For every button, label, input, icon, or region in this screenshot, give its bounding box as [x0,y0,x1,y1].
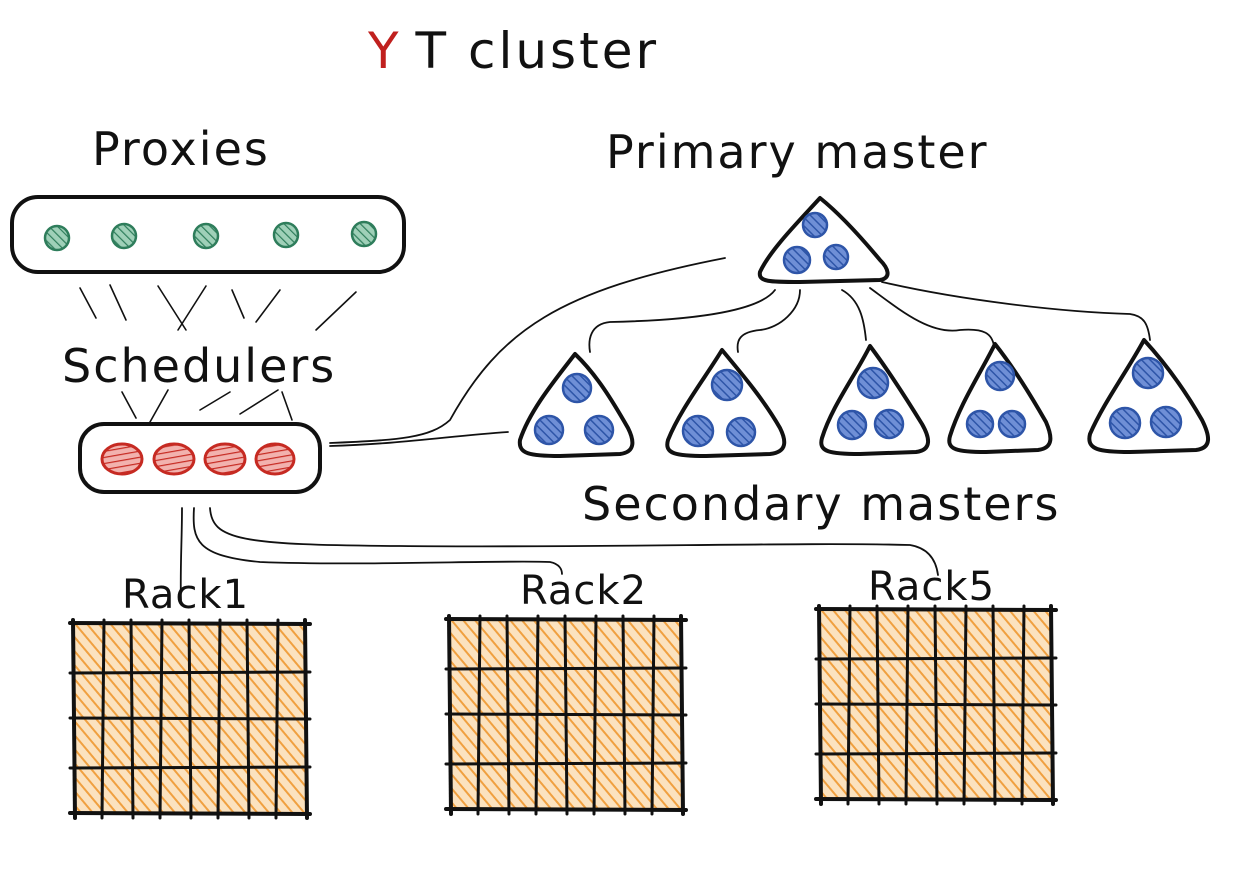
rack-grid-line [814,797,1058,802]
master-node [856,366,890,400]
secondary-masters-label: Secondary masters [582,477,1060,531]
proxy-node [192,222,220,250]
proxies-group [10,195,406,274]
connector-line [199,391,231,411]
scheduler-node [100,442,144,476]
connector-line [179,507,183,601]
schedulers-container [78,422,322,494]
rack-grid-line [68,765,312,770]
primary-secondary-links [588,281,1151,353]
rack-grid-line [68,811,312,816]
rack-grid-line [444,617,688,622]
primary-master [757,196,890,284]
proxies-container [10,195,406,274]
proxies-label: Proxies [92,122,270,176]
rack-grid-line [814,751,1058,756]
master-node [583,414,615,446]
primary-master-triangle [757,196,890,284]
connector-line [255,289,281,323]
rack-grid-line [814,607,1058,612]
secondary-master [517,352,635,458]
secondary-master [1087,338,1210,454]
rack-grid-line [444,761,688,766]
master-node [1131,356,1165,390]
master-node [984,360,1016,392]
rack-grid [444,614,688,816]
rack-label: Rack1 [122,572,249,618]
master-node [725,416,757,448]
master-node [710,368,744,402]
secondary-master-triangle [819,344,930,456]
rack-grid [68,618,312,820]
master-node [1108,406,1142,440]
connector-line [841,289,867,341]
connector-line [881,281,1151,341]
connector-line [329,431,509,447]
rack-grid-line [814,702,1058,707]
schedulers-group [78,422,322,494]
master-node [873,408,905,440]
master-node [822,243,850,271]
scheduler-master-links [329,257,726,447]
secondary-master-triangle [665,348,787,458]
connector-line [192,507,563,575]
connector-line [281,391,293,421]
master-node [1149,405,1183,439]
connector-line [79,287,97,319]
rack-grid-line [68,670,312,675]
proxy-node [350,220,378,248]
secondary-masters [517,338,1210,458]
rack-grid-line [444,807,688,812]
primary-master-label: Primary master [606,125,989,179]
rack-label: Rack2 [520,568,647,614]
master-node [836,409,868,441]
connector-line [239,389,279,415]
rack-grid-line [444,712,688,717]
scheduler-node [203,442,247,476]
schedulers-label: Schedulers [62,339,336,393]
proxy-node [272,221,300,249]
rack-grid-line [814,656,1058,661]
rack-label: Rack5 [868,564,995,610]
master-node [533,414,565,446]
master-node [782,245,812,275]
connector-line [121,391,137,419]
connector-line [736,289,801,353]
connector-line [177,285,207,331]
connector-line [157,285,187,331]
master-node [997,409,1027,439]
connector-line [109,284,127,321]
secondary-master [947,342,1053,454]
proxy-scheduler-links [79,284,357,423]
secondary-master [665,348,787,458]
title-text: T cluster [415,22,659,80]
rack-grid-line [68,716,312,721]
master-node [681,414,715,448]
master-node [561,372,593,404]
master-node [801,211,829,239]
rack-grid [814,604,1058,806]
connector-line [231,289,245,319]
secondary-master [819,344,930,456]
scheduler-rack-links [179,507,939,601]
scheduler-node [152,442,196,476]
connector-line [588,289,776,353]
rack-grid-line [68,621,312,626]
connector-line [209,507,939,576]
secondary-master-triangle [517,352,635,458]
scheduler-node [254,442,296,476]
rack-grid-line [444,666,688,671]
connector-line [329,257,726,444]
connector-line [149,389,169,423]
master-node [965,409,995,439]
title-accent-letter: Y [367,22,402,80]
secondary-master-triangle [947,342,1053,454]
secondary-master-triangle [1087,338,1210,454]
connector-line [315,291,357,331]
connector-line [869,287,995,347]
proxy-node [43,224,71,252]
proxy-node [110,222,138,250]
